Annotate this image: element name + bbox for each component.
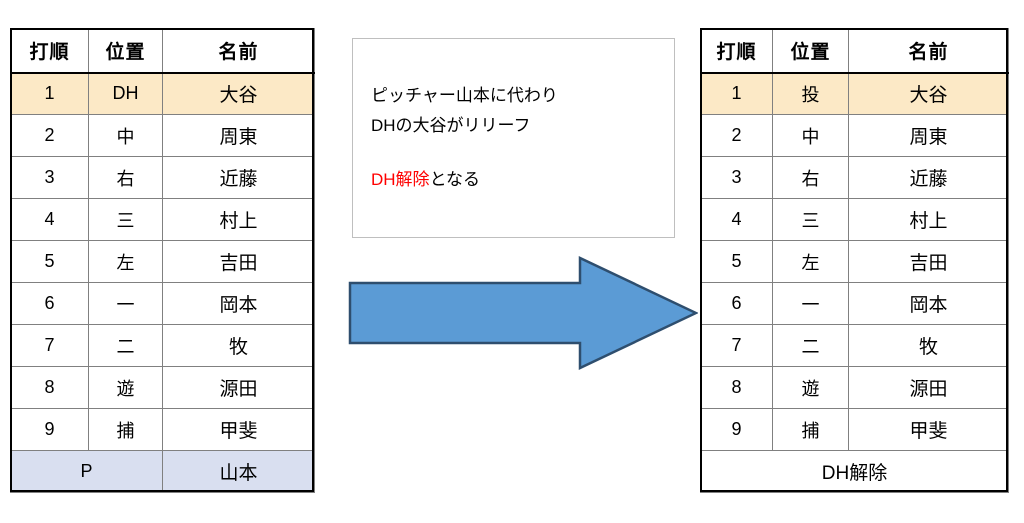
cell-position: 遊 <box>88 366 163 409</box>
cell-name: 村上 <box>162 198 315 241</box>
cell-order: 3 <box>10 156 89 199</box>
cell-order: 5 <box>10 240 89 283</box>
column-header-name: 名前 <box>162 28 315 74</box>
explanation-text-box: ピッチャー山本に代わり DHの大谷がリリーフ DH解除となる <box>352 38 675 238</box>
table-header-row: 打順 位置 名前 <box>700 28 1009 74</box>
cell-name: 岡本 <box>848 282 1009 325</box>
note-accent-text: DH解除 <box>371 170 430 189</box>
cell-dh-released-label: DH解除 <box>700 450 1009 493</box>
cell-position: 投 <box>772 72 849 115</box>
cell-name: 吉田 <box>848 240 1009 283</box>
cell-order: 6 <box>700 282 773 325</box>
cell-position: 左 <box>772 240 849 283</box>
note-line-2: DHの大谷がリリーフ <box>371 116 531 135</box>
cell-order: 7 <box>700 324 773 367</box>
table-row: 8 遊 源田 <box>10 366 315 409</box>
table-row: 9 捕 甲斐 <box>700 408 1009 451</box>
cell-name: 源田 <box>162 366 315 409</box>
cell-name: 近藤 <box>162 156 315 199</box>
cell-name: 甲斐 <box>848 408 1009 451</box>
column-header-name: 名前 <box>848 28 1009 74</box>
cell-pitcher-label: P <box>10 450 163 493</box>
table-header-row: 打順 位置 名前 <box>10 28 315 74</box>
cell-name: 源田 <box>848 366 1009 409</box>
cell-order: 8 <box>10 366 89 409</box>
cell-position: 一 <box>772 282 849 325</box>
note-line-spacer <box>371 141 674 165</box>
cell-order: 9 <box>700 408 773 451</box>
note-line-1: ピッチャー山本に代わり <box>371 86 558 105</box>
cell-position: 三 <box>772 198 849 241</box>
cell-name: 牧 <box>162 324 315 367</box>
cell-position: DH <box>88 72 163 115</box>
cell-order: 5 <box>700 240 773 283</box>
cell-order: 3 <box>700 156 773 199</box>
cell-name: 大谷 <box>848 72 1009 115</box>
cell-order: 7 <box>10 324 89 367</box>
cell-position: 中 <box>772 114 849 157</box>
table-row-pitcher: P 山本 <box>10 450 315 493</box>
column-header-position: 位置 <box>772 28 849 74</box>
cell-order: 4 <box>700 198 773 241</box>
column-header-position: 位置 <box>88 28 163 74</box>
table-row: 6 一 岡本 <box>10 282 315 325</box>
cell-position: 中 <box>88 114 163 157</box>
table-row: 9 捕 甲斐 <box>10 408 315 451</box>
table-row: 2 中 周東 <box>700 114 1009 157</box>
cell-order: 2 <box>700 114 773 157</box>
table-row: 4 三 村上 <box>700 198 1009 241</box>
table-row: 7 二 牧 <box>10 324 315 367</box>
cell-name: 甲斐 <box>162 408 315 451</box>
cell-position: 右 <box>88 156 163 199</box>
cell-position: 右 <box>772 156 849 199</box>
note-line-3: DH解除となる <box>371 165 674 195</box>
cell-name: 大谷 <box>162 72 315 115</box>
column-header-order: 打順 <box>700 28 773 74</box>
cell-order: 2 <box>10 114 89 157</box>
cell-position: 左 <box>88 240 163 283</box>
cell-name: 牧 <box>848 324 1009 367</box>
table-row: 5 左 吉田 <box>700 240 1009 283</box>
table-row: 5 左 吉田 <box>10 240 315 283</box>
after-lineup-table: 打順 位置 名前 1 投 大谷 2 中 周東 3 右 近藤 4 三 村上 5 左… <box>700 28 1009 493</box>
table-row: 4 三 村上 <box>10 198 315 241</box>
column-header-order: 打順 <box>10 28 89 74</box>
cell-order: 1 <box>10 72 89 115</box>
table-row: 8 遊 源田 <box>700 366 1009 409</box>
table-row: 3 右 近藤 <box>700 156 1009 199</box>
cell-name: 周東 <box>162 114 315 157</box>
cell-order: 6 <box>10 282 89 325</box>
cell-position: 捕 <box>772 408 849 451</box>
cell-position: 二 <box>88 324 163 367</box>
cell-pitcher-name: 山本 <box>162 450 315 493</box>
table-row: 1 DH 大谷 <box>10 72 315 115</box>
table-row: 2 中 周東 <box>10 114 315 157</box>
cell-position: 遊 <box>772 366 849 409</box>
cell-position: 一 <box>88 282 163 325</box>
cell-name: 近藤 <box>848 156 1009 199</box>
table-row: 3 右 近藤 <box>10 156 315 199</box>
table-row: 6 一 岡本 <box>700 282 1009 325</box>
table-row-dh-released: DH解除 <box>700 450 1009 493</box>
cell-order: 4 <box>10 198 89 241</box>
cell-order: 9 <box>10 408 89 451</box>
cell-name: 岡本 <box>162 282 315 325</box>
arrow-right-icon <box>348 256 698 370</box>
table-row: 1 投 大谷 <box>700 72 1009 115</box>
cell-position: 捕 <box>88 408 163 451</box>
cell-name: 村上 <box>848 198 1009 241</box>
cell-position: 二 <box>772 324 849 367</box>
transition-arrow <box>348 256 698 370</box>
cell-name: 吉田 <box>162 240 315 283</box>
cell-name: 周東 <box>848 114 1009 157</box>
before-lineup-table: 打順 位置 名前 1 DH 大谷 2 中 周東 3 右 近藤 4 三 村上 5 … <box>10 28 315 493</box>
note-tail-text: となる <box>429 170 481 189</box>
table-row: 7 二 牧 <box>700 324 1009 367</box>
cell-order: 8 <box>700 366 773 409</box>
cell-order: 1 <box>700 72 773 115</box>
cell-position: 三 <box>88 198 163 241</box>
